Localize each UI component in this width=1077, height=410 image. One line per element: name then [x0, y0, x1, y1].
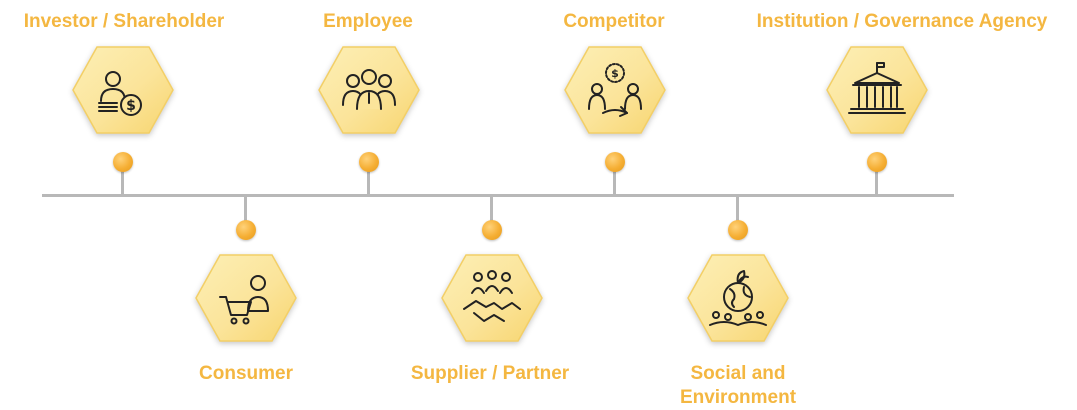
- government-building-icon: [826, 46, 928, 134]
- stakeholder-label-social: Social and Environment: [679, 363, 797, 408]
- stakeholder-label-employee: Employee: [323, 11, 413, 32]
- stakeholder-label-supplier: Supplier / Partner: [410, 363, 570, 384]
- supplier-node: [482, 220, 502, 240]
- consumer-node: [236, 220, 256, 240]
- supplier-stem: [490, 196, 493, 221]
- supplier-hexagon: [440, 253, 544, 343]
- employee-node: [359, 152, 379, 172]
- employee-hexagon: [317, 45, 421, 135]
- investor-node: [113, 152, 133, 172]
- svg-text:$: $: [611, 67, 619, 80]
- stakeholder-label-consumer: Consumer: [199, 363, 293, 384]
- investor-hexagon: $: [71, 45, 175, 135]
- competitor-hexagon: $: [563, 45, 667, 135]
- svg-text:$: $: [126, 98, 136, 114]
- employee-stem: [367, 170, 370, 195]
- employee-icon: [318, 46, 420, 134]
- timeline-line: [42, 194, 954, 197]
- competitor-icon: $: [564, 46, 666, 134]
- consumer-hexagon: [194, 253, 298, 343]
- stakeholder-label-investor: Investor / Shareholder: [23, 11, 225, 32]
- stakeholder-label-competitor: Competitor: [563, 11, 665, 32]
- social-node: [728, 220, 748, 240]
- competitor-node: [605, 152, 625, 172]
- competitor-stem: [613, 170, 616, 195]
- investor-icon: $: [72, 46, 174, 134]
- institution-hexagon: [825, 45, 929, 135]
- social-stem: [736, 196, 739, 221]
- consumer-icon: [195, 254, 297, 342]
- earth-icon: [687, 254, 789, 342]
- stakeholder-label-institution: Institution / Governance Agency: [756, 11, 1048, 32]
- institution-stem: [875, 170, 878, 195]
- social-hexagon: [686, 253, 790, 343]
- institution-node: [867, 152, 887, 172]
- consumer-stem: [244, 196, 247, 221]
- investor-stem: [121, 170, 124, 195]
- handshake-icon: [441, 254, 543, 342]
